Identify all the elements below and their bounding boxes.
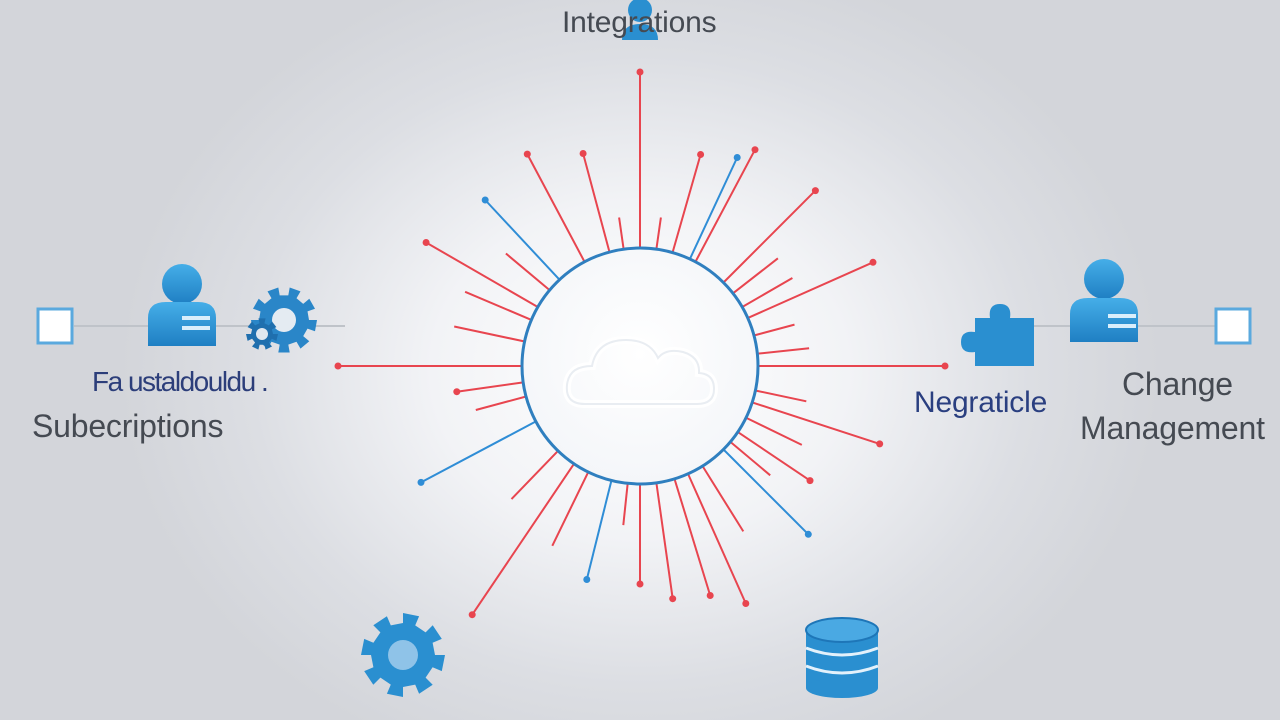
ray-endpoint-dot — [422, 239, 430, 246]
puzzle-icon — [961, 304, 1034, 366]
connector-ray — [655, 480, 674, 599]
user-icon — [148, 264, 216, 346]
connector-ray — [751, 323, 795, 337]
connector-ray — [526, 153, 587, 265]
connector-ray — [728, 439, 771, 477]
connector-ray — [464, 290, 534, 322]
ray-endpoint-dot — [869, 258, 877, 266]
connector-ray — [585, 478, 613, 580]
connector-ray — [693, 149, 756, 265]
ray-endpoint-dot — [751, 146, 759, 154]
connector-ray — [582, 153, 611, 255]
connector-ray — [453, 325, 527, 343]
connector-ray — [721, 189, 817, 285]
connector-ray — [721, 447, 810, 536]
ray-endpoint-dot — [468, 611, 476, 619]
connector-ray — [745, 261, 874, 320]
connector-ray — [475, 395, 529, 411]
connector-ray — [671, 154, 702, 255]
ray-endpoint-dot — [583, 576, 591, 583]
connector-ray — [456, 381, 526, 393]
connector-ray — [484, 199, 562, 282]
ray-endpoint-dot — [811, 187, 819, 195]
connector-ray — [672, 476, 712, 596]
connector-ray — [688, 157, 739, 262]
ray-endpoint-dot — [523, 150, 531, 158]
connector-rays — [334, 68, 949, 619]
ray-endpoint-dot — [733, 154, 741, 161]
ray-endpoint-dot — [636, 580, 644, 588]
checkbox-icon — [36, 307, 74, 345]
ray-endpoint-dot — [876, 440, 884, 448]
connector-ray — [425, 241, 541, 309]
ray-endpoint-dot — [804, 530, 812, 538]
connector-ray — [618, 217, 625, 252]
connector-ray — [730, 257, 779, 296]
ray-endpoint-dot — [706, 592, 714, 599]
connector-ray — [622, 481, 629, 526]
gear-icon — [246, 287, 317, 353]
checkbox-icon — [1214, 307, 1252, 345]
user-icon — [622, 0, 658, 40]
ray-endpoint-dot — [481, 196, 489, 204]
right-label-line1: Change — [1122, 366, 1233, 402]
connector-ray — [735, 430, 811, 482]
ray-endpoint-dot — [669, 595, 677, 603]
connector-ray — [505, 252, 552, 293]
database-icon — [805, 617, 879, 698]
ray-endpoint-dot — [941, 362, 949, 370]
ray-endpoint-dot — [334, 362, 342, 370]
connector-ray — [739, 277, 793, 309]
cloud-icon — [562, 335, 719, 408]
connector-ray — [471, 461, 576, 616]
connector-ray — [686, 471, 747, 604]
right-label-line2: Management — [1080, 410, 1265, 446]
ray-endpoint-dot — [697, 151, 705, 158]
connector-ray — [753, 389, 807, 403]
ray-endpoint-dot — [417, 478, 425, 486]
left-label-top: Fa ustaldouldu . — [92, 366, 269, 397]
ray-endpoint-dot — [742, 600, 750, 607]
user-icon — [1070, 259, 1138, 342]
left-label-subscriptions: Subecriptions — [32, 408, 224, 444]
central-hub — [520, 246, 760, 486]
connector-ray — [749, 400, 881, 445]
connector-ray — [551, 469, 590, 547]
connector-ray — [420, 419, 539, 484]
ray-endpoint-dot — [806, 477, 814, 485]
connector-ray — [743, 416, 803, 446]
ray-endpoint-dot — [636, 68, 644, 76]
connector-ray — [510, 448, 561, 500]
ray-endpoint-dot — [579, 150, 587, 157]
ray-endpoint-dot — [453, 388, 461, 396]
gear-icon — [361, 613, 445, 697]
diagram-title: Integrations — [562, 6, 717, 39]
connector-ray — [700, 463, 745, 532]
right-label-middle: Negraticle — [914, 386, 1048, 419]
connector-ray — [655, 217, 662, 252]
connector-ray — [755, 347, 810, 355]
